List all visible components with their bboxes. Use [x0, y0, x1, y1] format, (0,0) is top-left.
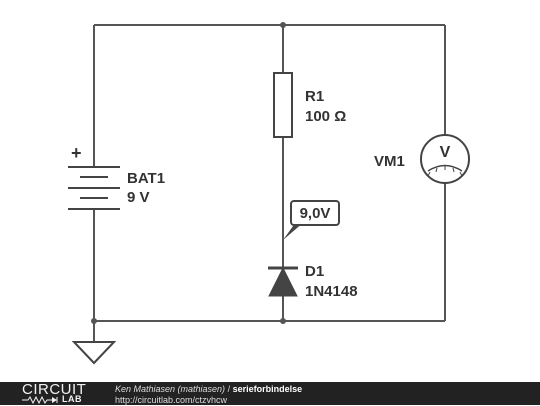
voltmeter-symbol: V	[440, 144, 451, 161]
diode-d1[interactable]	[268, 266, 298, 297]
voltmeter-scale-arc	[427, 164, 463, 172]
junctions	[91, 22, 286, 324]
credit-text: Ken Mathiasen (mathiasen) / serieforbind…	[115, 384, 302, 406]
battery-plus-sign: +	[71, 143, 82, 163]
footer-bar: CIRCUIT LAB Ken Mathiasen (mathiasen) / …	[0, 381, 540, 406]
credit-separator: /	[225, 384, 233, 394]
battery-bat1[interactable]	[68, 166, 120, 210]
voltmeter-scale-ticks	[427, 166, 463, 177]
voltmeter-vm1[interactable]: V	[420, 134, 470, 184]
junction-bottom-mid	[280, 318, 286, 324]
circuit-title[interactable]: serieforbindelse	[232, 384, 303, 394]
voltmeter-name-label: VM1	[374, 153, 405, 170]
voltage-probe[interactable]: 9,0V	[283, 200, 340, 240]
probe-pointer	[283, 222, 304, 240]
battery-value-label: 9 V	[127, 189, 150, 206]
wires	[93, 24, 446, 342]
battery-name-label: BAT1	[127, 170, 165, 187]
credit-line-1: Ken Mathiasen (mathiasen) / serieforbind…	[115, 384, 302, 395]
circuit-url[interactable]: http://circuitlab.com/ctzvhcw	[115, 395, 228, 405]
resistor-r1[interactable]	[273, 72, 293, 138]
junction-bottom-left	[91, 318, 97, 324]
junction-top	[280, 22, 286, 28]
ground-symbol	[71, 341, 117, 365]
probe-box	[290, 200, 340, 226]
diode-triangle	[268, 266, 298, 297]
circuitlab-logo[interactable]: CIRCUIT LAB	[22, 381, 92, 405]
diode-name-label: D1	[305, 263, 324, 280]
author-name[interactable]: Ken Mathiasen (mathiasen)	[115, 384, 226, 394]
probe-reading: 9,0V	[300, 205, 331, 222]
logo-word-lab: LAB	[62, 394, 82, 404]
voltmeter-body	[420, 134, 470, 184]
schematic-canvas: + BAT1 9 V R1 100 Ω 9,0V D1 1N4148 V VM1	[68, 22, 470, 365]
resistor-name-label: R1	[305, 88, 324, 105]
resistor-value-label: 100 Ω	[305, 108, 346, 125]
diode-value-label: 1N4148	[305, 283, 358, 300]
logo-word-circuit: CIRCUIT	[22, 381, 87, 398]
logo-resistor-icon	[22, 396, 58, 404]
